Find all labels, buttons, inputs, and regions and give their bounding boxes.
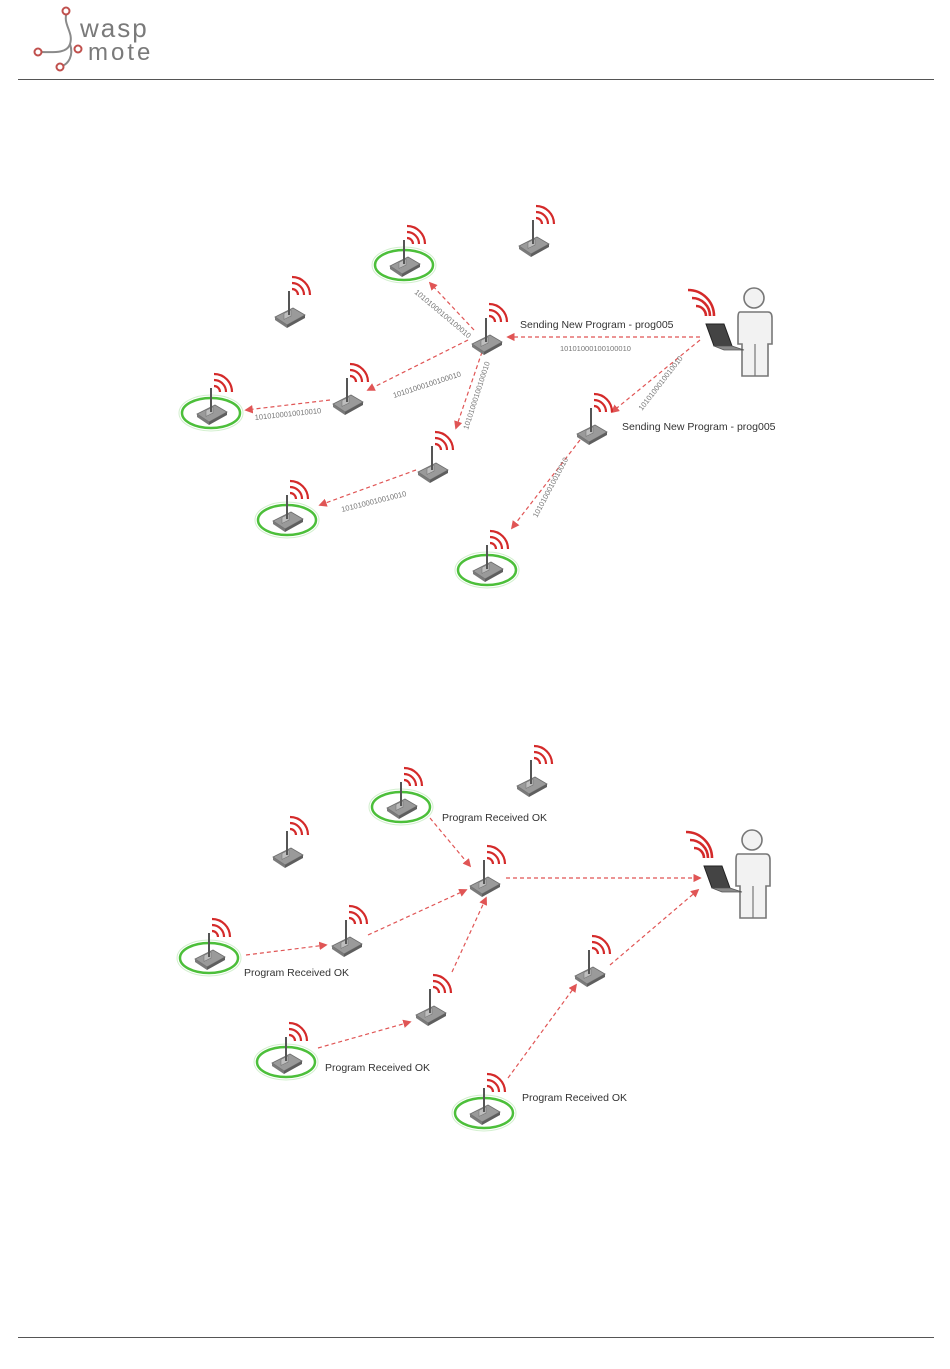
waspmote-logo: wasp mote xyxy=(22,4,182,74)
mote-node xyxy=(416,975,451,1026)
received-ok-label: Program Received OK xyxy=(522,1092,627,1104)
link-relay-to-bottom xyxy=(512,440,580,528)
mote-node xyxy=(519,206,554,257)
footer-divider xyxy=(18,1337,934,1338)
received-ok-label: Program Received OK xyxy=(244,967,349,979)
mote-node xyxy=(577,394,612,445)
link-left-to-midleft xyxy=(246,945,326,955)
bit-stream: 10101000100100010 xyxy=(461,360,491,430)
received-ok-label: Program Received OK xyxy=(325,1062,430,1074)
mote-node xyxy=(470,846,505,897)
link-lower-to-hub xyxy=(452,898,486,972)
bit-stream: 1010100010010010 xyxy=(531,456,570,519)
link-relay-to-laptop xyxy=(610,890,698,965)
bit-stream: 1010100010010010 xyxy=(254,406,321,422)
mote-node xyxy=(275,277,310,328)
acknowledge-diagram: Program Received OK Program Received OK … xyxy=(0,730,950,1140)
link-bottomleft-to-lower xyxy=(318,1022,410,1048)
bit-stream: 1010100010010010 xyxy=(340,489,407,514)
mote-node xyxy=(333,364,368,415)
header-divider xyxy=(18,79,934,80)
bit-stream: 10101000100100010 xyxy=(560,344,631,353)
user-with-laptop xyxy=(686,830,770,918)
received-ok-label: Program Received OK xyxy=(442,812,547,824)
sending-label: Sending New Program - prog005 xyxy=(622,421,776,433)
bit-stream: 10101000100100010 xyxy=(413,288,473,340)
logo-text-mote: mote xyxy=(88,39,153,66)
bit-stream: 10101000100100010 xyxy=(392,369,462,399)
bit-stream: 1010100010010010 xyxy=(636,354,684,412)
mote-node xyxy=(472,304,507,355)
mote-node xyxy=(332,906,367,957)
user-with-laptop xyxy=(688,288,772,376)
mote-node xyxy=(273,817,308,868)
broadcast-diagram: Sending New Program - prog005 Sending Ne… xyxy=(0,190,950,600)
mote-node xyxy=(575,936,610,987)
link-top-to-hub xyxy=(430,818,470,866)
mote-node xyxy=(517,746,552,797)
link-midleft-to-hub xyxy=(368,890,466,935)
sending-label: Sending New Program - prog005 xyxy=(520,319,674,331)
mote-node xyxy=(418,432,453,483)
link-bottom-to-relay xyxy=(508,985,576,1078)
